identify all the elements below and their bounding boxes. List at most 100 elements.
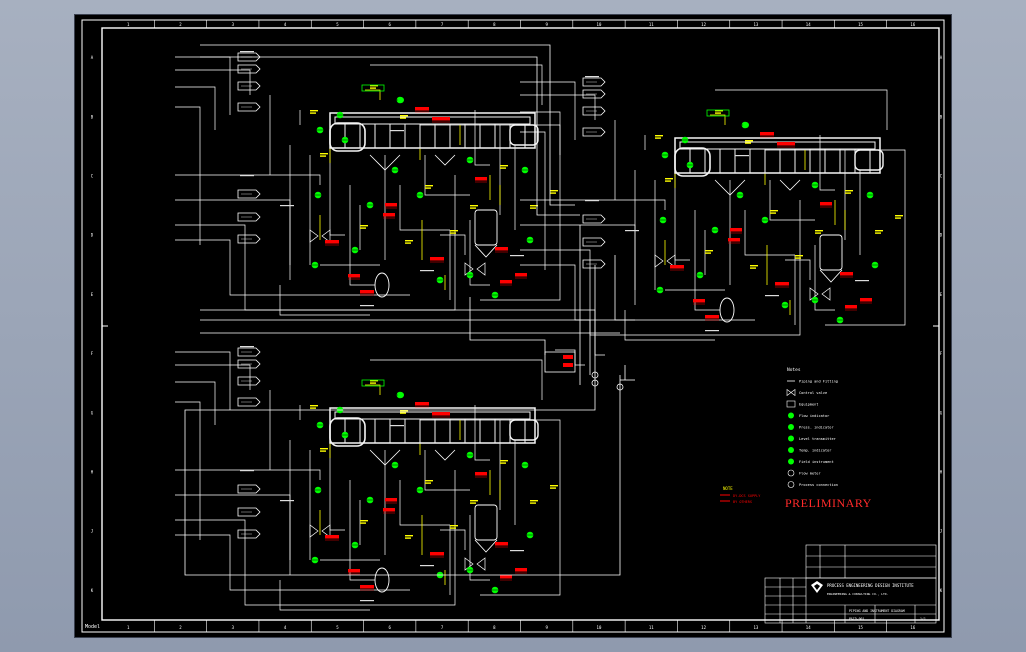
- pipe-line: [440, 529, 466, 550]
- annotation-text: [320, 153, 328, 155]
- pipe-line: [819, 135, 835, 191]
- line-label-text: [280, 205, 294, 207]
- annotation-text: [320, 448, 328, 450]
- zone-number: 15: [858, 22, 863, 27]
- equipment-tail: [854, 149, 884, 171]
- annotation-text: [745, 142, 751, 144]
- annotation-text: [360, 520, 368, 522]
- zone-letter: J: [940, 529, 942, 534]
- separator-cone: [819, 269, 843, 283]
- zone-number: 1: [127, 22, 130, 27]
- tag-label: [705, 315, 719, 319]
- hopper-outlet: [369, 449, 456, 466]
- tag-label: [430, 257, 444, 261]
- legend-symbol: [788, 435, 794, 442]
- tag-label: [360, 585, 374, 589]
- annotation-text: [530, 205, 538, 207]
- pipe-line: [520, 199, 666, 210]
- tag-label: [845, 305, 857, 309]
- equipment-tags: [325, 402, 527, 591]
- off-page-connector: [237, 52, 261, 62]
- drawing-number: P&ID-001: [849, 617, 864, 621]
- tag-label: [495, 542, 508, 546]
- line-label-text: [240, 346, 254, 348]
- notes-block: NOTE DY-DCS SUPPLY BY OTHERS: [720, 486, 761, 504]
- off-page-connector: [237, 347, 261, 357]
- receiver-vessel: [719, 297, 735, 323]
- zone-letter: C: [940, 174, 943, 179]
- zone-letter: K: [940, 588, 943, 593]
- central-equipment: [544, 351, 624, 391]
- zone-letter: J: [91, 529, 93, 534]
- zone-number: 11: [649, 22, 654, 27]
- piping: [175, 351, 561, 611]
- tag-label: [500, 280, 512, 284]
- valve-pair: [309, 229, 331, 243]
- equipment-head: [674, 147, 711, 177]
- line-label-text: [855, 280, 869, 282]
- pipe-line: [175, 199, 291, 265]
- line-label-text: [705, 330, 719, 332]
- pipe-line: [175, 381, 216, 425]
- piping: [520, 81, 906, 341]
- pipe-line: [744, 210, 795, 256]
- annotation-text: [320, 155, 326, 157]
- tag-label: [415, 107, 429, 111]
- annotation-text: [400, 412, 406, 414]
- zone-letter: G: [940, 410, 943, 415]
- top-instrument: [743, 122, 749, 128]
- line-tag-box: [361, 379, 385, 387]
- zone-letter: A: [940, 55, 943, 60]
- annotation-text: [550, 192, 556, 194]
- annotation-text: [815, 232, 821, 234]
- process-unit-1: [175, 51, 561, 316]
- signal-line: [365, 384, 381, 395]
- off-page-connector: [237, 212, 261, 222]
- instrument-annotations: [310, 85, 558, 244]
- annotation-text: [550, 485, 558, 487]
- annotation-text: [400, 117, 406, 119]
- zone-letter: E: [940, 292, 943, 297]
- pipe-line: [814, 245, 835, 311]
- pipe-line: [175, 86, 216, 130]
- off-page-connector: [237, 359, 261, 369]
- pipe-line: [694, 210, 720, 311]
- tag-label: [415, 402, 429, 406]
- line-label-text: [735, 155, 749, 157]
- revision-table: [805, 544, 937, 579]
- annotation-text: [665, 178, 673, 180]
- tag-label: [325, 240, 339, 244]
- pipe-line: [279, 285, 370, 316]
- legend-symbol: [786, 388, 796, 397]
- interconnect-piping: [184, 44, 635, 576]
- annotation-text: [450, 527, 456, 529]
- zone-number: 5: [336, 625, 339, 630]
- zone-letter: E: [91, 292, 94, 297]
- instrument-annotations: [655, 110, 903, 269]
- valve-pair: [654, 254, 676, 268]
- tag-label: [777, 142, 795, 146]
- annotation-text: [715, 112, 721, 114]
- pipe-line: [520, 111, 561, 155]
- off-page-connector: [237, 81, 261, 91]
- pipe-line: [469, 515, 490, 581]
- zone-number: 12: [701, 625, 706, 630]
- line-tag-box: [361, 84, 385, 92]
- legend-symbol: [786, 400, 796, 408]
- pipe-line: [175, 174, 321, 185]
- zone-letter: C: [91, 174, 94, 179]
- tag-label: [383, 508, 395, 512]
- pipe-line: [424, 450, 470, 491]
- annotation-text: [770, 212, 776, 214]
- zone-number: 16: [910, 625, 915, 630]
- pipe-line: [474, 110, 490, 166]
- annotation-text: [770, 210, 778, 212]
- annotation-text: [405, 242, 411, 244]
- pipe-line: [399, 185, 450, 231]
- main-equipment: [309, 407, 539, 593]
